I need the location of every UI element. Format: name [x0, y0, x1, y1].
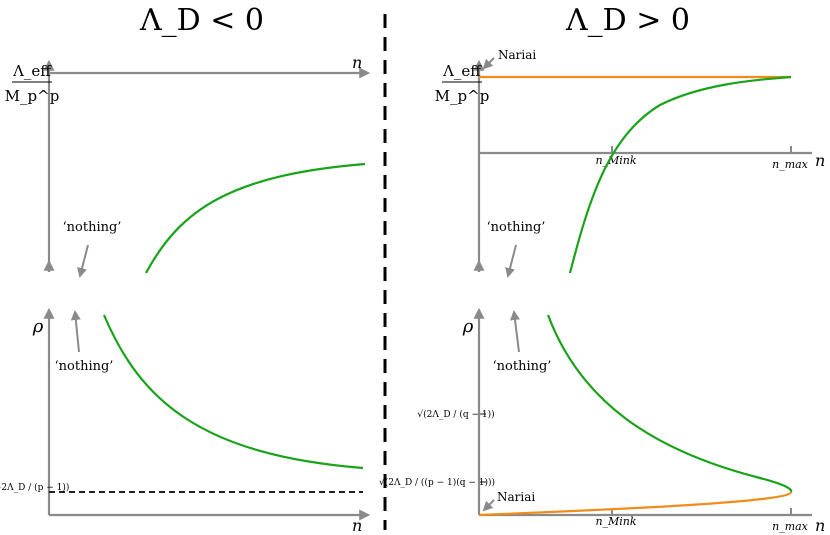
left-bottom-nothing-label: ‘nothing’ — [55, 359, 114, 374]
right-bottom-tick-lower-label: √(2Λ_D / ((p − 1)(q − 1))) — [379, 477, 495, 488]
right-bottom-tick-upper-label: √(2Λ_D / (q − 1)) — [417, 409, 494, 420]
right-bottom-nothing-label: ‘nothing’ — [493, 359, 552, 374]
left-bottom-x-label: n — [352, 516, 362, 535]
right-bottom-panel: ρ n √(2Λ_D / (q − 1)) √(2Λ_D / ((p − 1)(… — [379, 307, 825, 535]
right-top-nothing-arrow — [505, 244, 517, 278]
left-bottom-panel: ρ n √(−2Λ_D / (p − 1)) ‘nothing’ — [0, 307, 371, 535]
right-top-nothing-label: ‘nothing’ — [487, 220, 546, 235]
left-bottom-asymptote-label: √(−2Λ_D / (p − 1)) — [0, 482, 69, 493]
right-bottom-n-mink-label: n_Mink — [595, 515, 636, 528]
right-top-nariai-label: Nariai — [498, 48, 536, 62]
right-top-n-mink-label: n_Mink — [595, 154, 636, 167]
right-bottom-nariai-arrow — [482, 499, 495, 512]
right-top-nariai-arrow — [482, 57, 495, 70]
right-bottom-nothing-arrow — [510, 310, 520, 353]
right-bottom-orange-branch — [478, 491, 793, 517]
right-top-green-branch — [568, 75, 792, 274]
left-bottom-nothing-arrow — [70, 310, 81, 353]
left-top-green-branch — [145, 162, 366, 274]
right-bottom-green-branch — [546, 314, 793, 493]
left-top-nothing-label: ‘nothing’ — [63, 220, 122, 235]
right-top-panel: Λ_eff M_p^p n n_Mink n_max Nariai ‘nothi… — [435, 48, 825, 278]
right-top-n-max-label: n_max — [772, 158, 809, 171]
right-top-x-label: n — [815, 151, 825, 170]
left-top-y-label-numerator: Λ_eff — [12, 62, 52, 80]
right-bottom-x-label: n — [815, 516, 825, 535]
left-top-nothing-arrow — [77, 244, 89, 278]
right-top-y-label-numerator: Λ_eff — [442, 62, 482, 80]
right-bottom-n-max-label: n_max — [772, 520, 809, 533]
right-bottom-y-label: ρ — [462, 316, 474, 337]
right-bottom-nariai-label: Nariai — [497, 490, 535, 504]
left-bottom-green-branch — [102, 314, 364, 470]
left-top-panel: Λ_eff M_p^p n ‘nothing’ — [5, 53, 371, 278]
right-title: Λ_D > 0 — [565, 3, 690, 38]
right-top-y-label-denominator: M_p^p — [435, 87, 490, 105]
left-top-y-label-denominator: M_p^p — [5, 87, 60, 105]
left-title: Λ_D < 0 — [139, 3, 264, 38]
left-bottom-y-label: ρ — [32, 316, 44, 337]
left-top-x-label: n — [352, 53, 362, 72]
